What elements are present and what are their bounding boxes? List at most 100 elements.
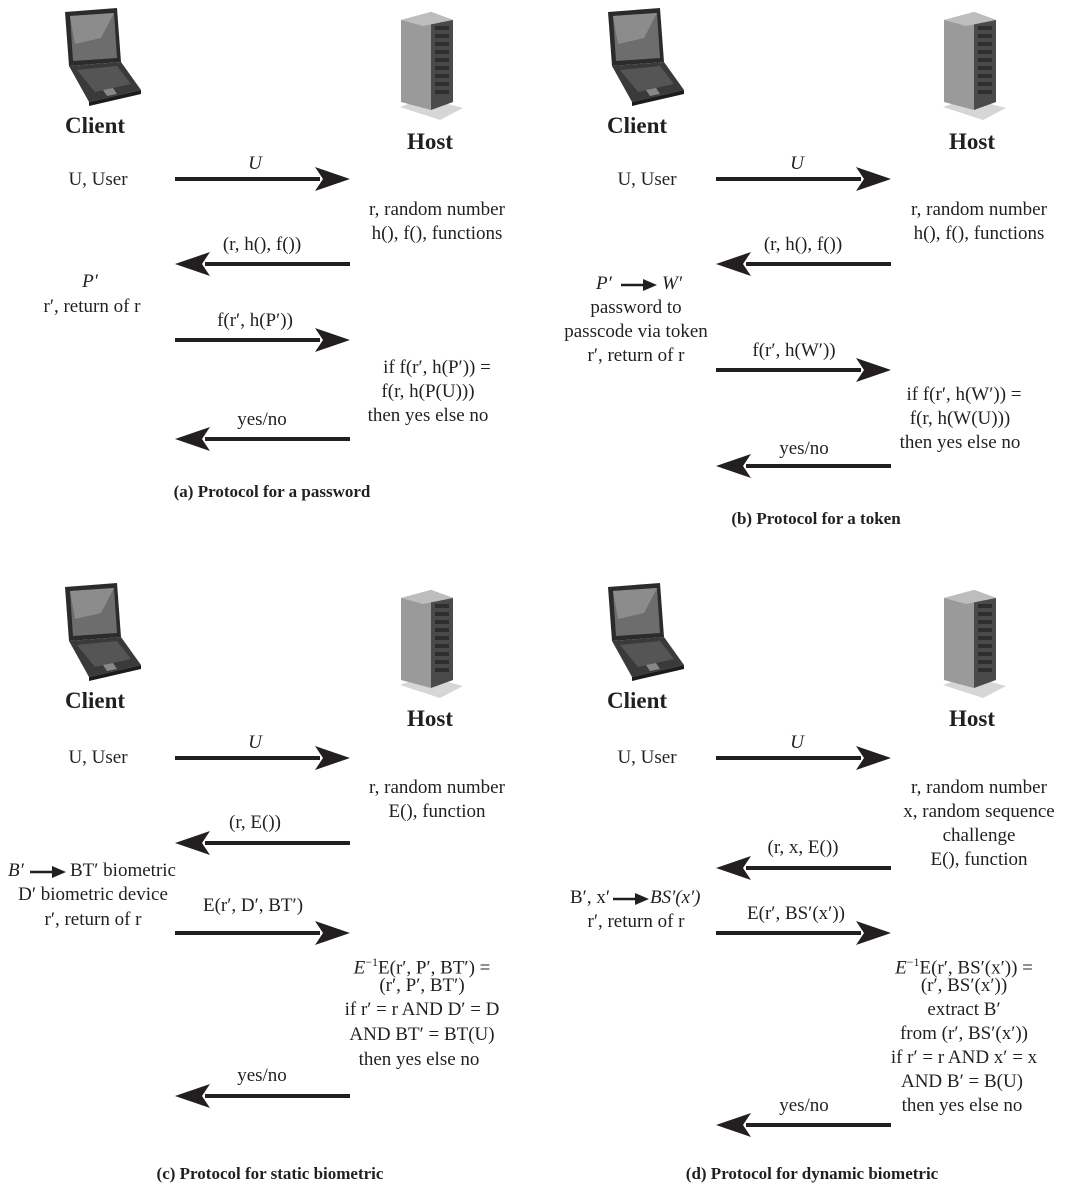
client-note-password: P′ — [82, 271, 98, 292]
client-note-1: password to — [590, 297, 682, 318]
message-challenge: (r, x, E()) — [767, 837, 839, 858]
arrow-host-to-client — [175, 249, 350, 279]
arrow-host-to-client — [175, 828, 350, 858]
laptop-icon — [55, 583, 145, 683]
host-note-function: E(), function — [930, 849, 1028, 870]
arrow-client-to-host — [175, 743, 350, 773]
host-check-3: AND BT′ = BT(U) — [349, 1024, 495, 1045]
server-icon — [938, 12, 1008, 122]
caption-d: (d) Protocol for dynamic biometric — [685, 1164, 939, 1183]
message-u: U — [248, 153, 262, 174]
host-check-6: then yes else no — [901, 1095, 1023, 1116]
host-check-2: f(r, h(W(U))) — [909, 408, 1011, 429]
caption-b: (b) Protocol for a token — [731, 509, 901, 528]
message-result: yes/no — [237, 409, 287, 430]
arrow-right-icon — [613, 892, 649, 906]
message-response: f(r′, h(P′)) — [217, 310, 293, 331]
client-label: Client — [606, 688, 668, 713]
e-inverse-expr: E(r′, P′, BT′) = — [378, 957, 491, 979]
host-check-first: E−1E(r′, BS′(x′)) = — [895, 950, 1033, 980]
client-note-3: r′, return of r — [587, 345, 685, 366]
client-note-p: P′ — [596, 273, 612, 294]
arrow-client-to-host — [175, 918, 350, 948]
arrow-client-to-host — [716, 164, 891, 194]
arrow-right-icon — [621, 278, 657, 292]
host-check-2: f(r, h(P(U))) — [381, 381, 475, 402]
caption-c: (c) Protocol for static biometric — [156, 1164, 384, 1183]
message-result: yes/no — [779, 438, 829, 459]
host-note-random: r, random number — [369, 199, 505, 220]
host-note-functions: h(), f(), functions — [371, 223, 503, 244]
host-check-4: then yes else no — [358, 1049, 480, 1070]
host-label: Host — [949, 706, 995, 731]
host-note-random: r, random number — [369, 777, 505, 798]
host-check-first: E−1E(r′, P′, BT′) = — [354, 950, 491, 980]
client-note-bt: BT′ biometric — [70, 860, 176, 881]
message-response: E(r′, D′, BT′) — [202, 895, 304, 916]
client-user: U, User — [68, 747, 128, 768]
message-result: yes/no — [779, 1095, 829, 1116]
server-icon — [395, 590, 465, 700]
message-challenge: (r, h(), f()) — [222, 234, 302, 255]
message-challenge: (r, h(), f()) — [763, 234, 843, 255]
arrow-client-to-host — [175, 164, 350, 194]
host-label: Host — [407, 706, 453, 731]
message-u: U — [790, 153, 804, 174]
host-check-1: (r′, P′, BT′) — [379, 975, 465, 996]
server-icon — [938, 590, 1008, 700]
client-user: U, User — [617, 747, 677, 768]
laptop-icon — [598, 8, 688, 108]
host-note-functions: h(), f(), functions — [913, 223, 1045, 244]
client-note-return: r′, return of r — [44, 909, 142, 930]
message-response: f(r′, h(W′)) — [752, 340, 836, 361]
arrow-host-to-client — [716, 249, 891, 279]
client-note-device: D′ biometric device — [18, 884, 168, 905]
client-note-w: W′ — [662, 273, 682, 294]
client-label: Client — [64, 688, 126, 713]
client-note-b: B′ — [8, 860, 24, 881]
client-note-b: B′, x′ — [570, 887, 610, 908]
client-note-return: r′, return of r — [43, 296, 141, 317]
host-note-sequence: x, random sequence — [903, 801, 1055, 822]
arrow-client-to-host — [716, 355, 891, 385]
host-check-2: extract B′ — [927, 999, 1001, 1020]
host-check-1: if f(r′, h(P′)) = — [383, 357, 491, 378]
host-check-3: then yes else no — [899, 432, 1021, 453]
host-note-random: r, random number — [911, 199, 1047, 220]
host-check-1: (r′, BS′(x′)) — [920, 975, 1008, 996]
laptop-icon — [55, 8, 145, 108]
inverse-exponent: −1 — [365, 955, 379, 969]
client-note-bs: BS′(x′) — [650, 887, 701, 908]
arrow-client-to-host — [175, 325, 350, 355]
arrow-client-to-host — [716, 743, 891, 773]
e-inverse: E — [353, 957, 366, 979]
host-check-3: from (r′, BS′(x′)) — [899, 1023, 1029, 1044]
server-icon — [395, 12, 465, 122]
host-check-5: AND B′ = B(U) — [900, 1071, 1024, 1092]
arrow-host-to-client — [716, 1110, 891, 1140]
arrow-host-to-client — [716, 853, 891, 883]
arrow-client-to-host — [716, 918, 891, 948]
client-note-return: r′, return of r — [587, 911, 685, 932]
client-user: U, User — [68, 169, 128, 190]
message-response: E(r′, BS′(x′)) — [747, 903, 845, 924]
client-label: Client — [606, 113, 668, 138]
host-note-function: E(), function — [388, 801, 486, 822]
arrow-right-icon — [30, 865, 66, 879]
host-check-3: then yes else no — [367, 405, 489, 426]
laptop-icon — [598, 583, 688, 683]
e-inverse: E — [895, 957, 907, 979]
arrow-host-to-client — [716, 451, 891, 481]
client-user: U, User — [617, 169, 677, 190]
host-label: Host — [949, 129, 995, 154]
client-label: Client — [64, 113, 126, 138]
host-label: Host — [407, 129, 453, 154]
message-result: yes/no — [237, 1065, 287, 1086]
inverse-exponent: −1 — [906, 955, 920, 969]
host-check-2: if r′ = r AND D′ = D — [344, 999, 500, 1020]
host-check-1: if f(r′, h(W′)) = — [906, 384, 1022, 405]
